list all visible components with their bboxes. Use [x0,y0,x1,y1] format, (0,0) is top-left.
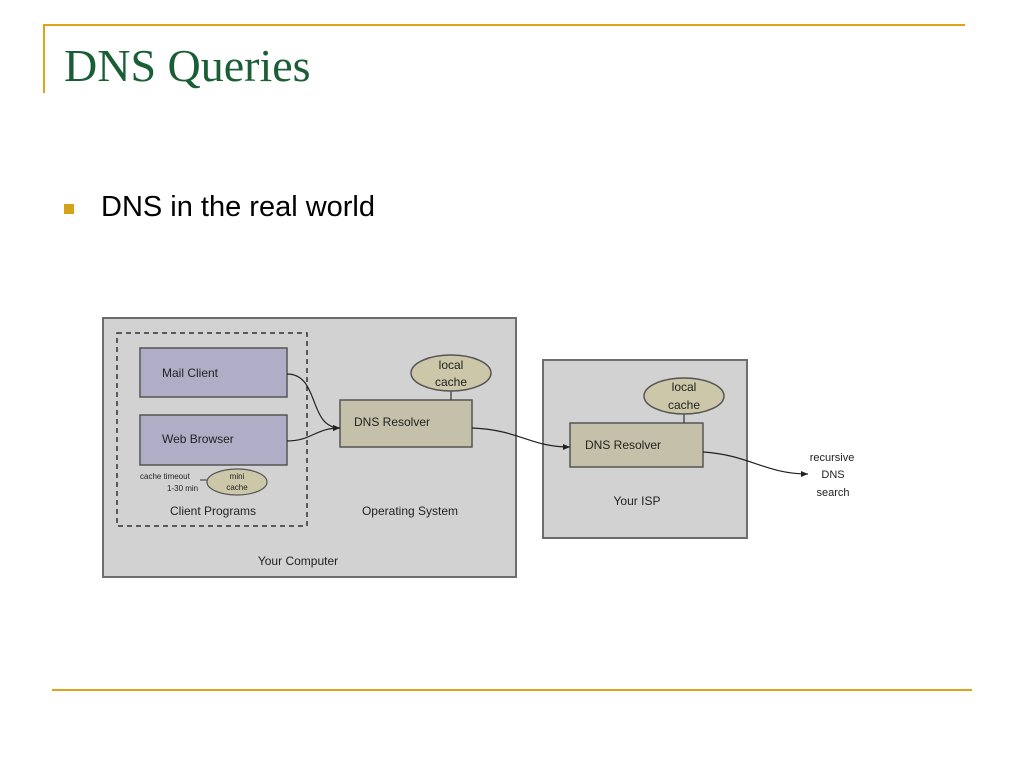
computer-dns-resolver-label: DNS Resolver [354,415,430,429]
computer-local-cache-ellipse [410,354,492,392]
title-accent-bar [43,24,45,93]
mail-to-resolver-arrow [286,373,341,431]
isp-to-recursive-arrow [702,451,809,477]
computer-to-isp-arrow [471,427,571,450]
client-programs-label: Client Programs [170,504,256,518]
isp-dns-resolver-box [569,422,704,468]
isp-local-cache-label-1: local [672,380,697,394]
mini-cache-label-1: mini [230,472,245,481]
client-programs-group [116,332,308,527]
isp-dns-resolver-label: DNS Resolver [585,438,661,452]
mini-cache-ellipse [206,468,268,496]
computer-local-cache-label-2: cache [435,375,467,389]
web-browser-box [139,414,288,466]
browser-to-resolver-arrow [286,425,341,442]
computer-local-cache-label-1: local [439,358,464,372]
mail-client-label: Mail Client [162,366,219,380]
your-computer-label: Your Computer [258,554,338,568]
computer-dns-resolver-box [339,399,473,448]
isp-local-cache-label-2: cache [668,398,700,412]
web-browser-label: Web Browser [162,432,234,446]
cache-timeout-label: cache timeout [140,472,191,481]
mail-client-box [139,347,288,398]
mini-cache-label-2: cache [226,483,248,492]
title-accent-line [43,24,965,26]
bullet-square-icon [64,204,74,214]
recursive-label-1: recursive [810,452,855,464]
cache-timeout-value: 1-30 min [167,484,198,493]
isp-local-cache-ellipse [643,377,725,415]
recursive-label-3: search [816,487,849,499]
footer-accent-line [52,689,972,691]
bullet-item: DNS in the real world [101,191,375,223]
your-isp-label: Your ISP [614,494,661,508]
operating-system-label: Operating System [362,504,458,518]
recursive-label-2: DNS [821,469,844,481]
slide-title: DNS Queries [64,40,311,91]
